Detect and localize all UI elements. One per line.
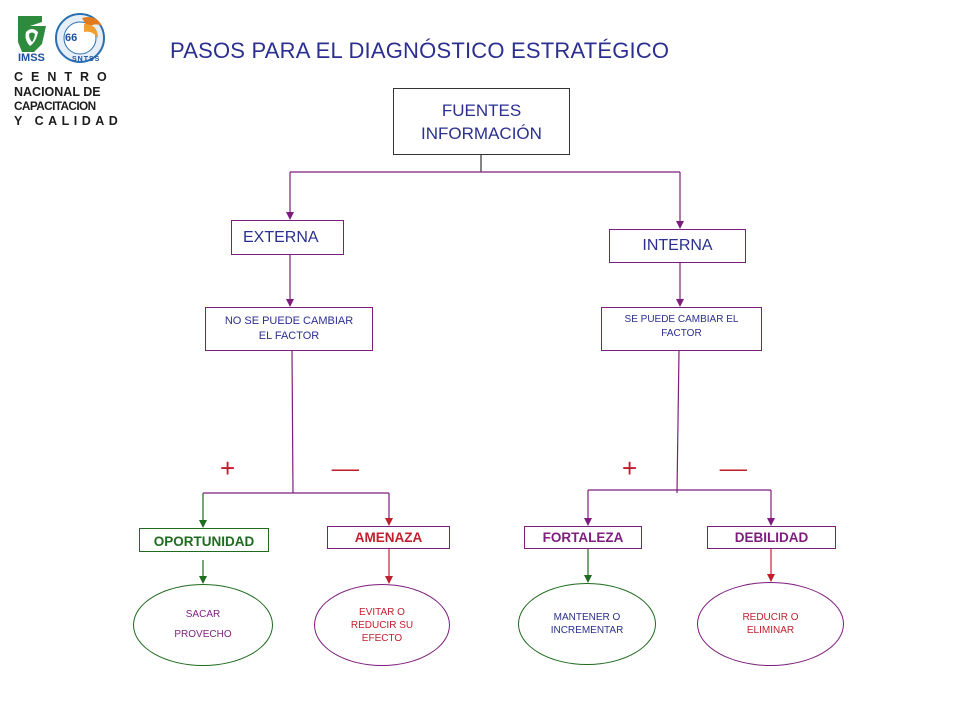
minus-sign-right: __ (720, 445, 747, 472)
node-externa: EXTERNA (231, 220, 344, 255)
logo-imss-label: IMSS (18, 52, 45, 64)
node-debilidad: DEBILIDAD (707, 526, 836, 549)
page-title: PASOS PARA EL DIAGNÓSTICO ESTRATÉGICO (170, 38, 670, 63)
logo-line-3: CAPACITACION (14, 99, 96, 113)
logo-wordmark: CENTRO NACIONAL DE CAPACITACION Y CALIDA… (14, 70, 123, 128)
root-node-line-1: FUENTES (441, 100, 522, 120)
root-node-fuentes: FUENTES INFORMACIÓN (393, 88, 570, 155)
minus-sign-left: __ (332, 445, 359, 472)
action-sacar-provecho: SACAR PROVECHO (133, 584, 273, 666)
logo-badge-number: 66 (65, 32, 78, 44)
plus-sign-right: + (622, 453, 638, 483)
action-evitar-reducir: EVITAR O REDUCIR SU EFECTO (314, 584, 450, 666)
logo-union-label: SNTSS (72, 56, 101, 63)
node-interna-description-text: SE PUEDE CAMBIAR EL FACTOR (624, 314, 739, 339)
root-node-line-2: INFORMACIÓN (421, 123, 542, 143)
node-externa-description-text: NO SE PUEDE CAMBIAR EL FACTOR (224, 315, 354, 342)
action-sacar-provecho-text: SACAR PROVECHO (174, 609, 232, 640)
imss-emblem-icon (18, 13, 105, 63)
action-mantener-incrementar-text: MANTENER O INCREMENTAR (550, 612, 624, 636)
node-interna: INTERNA (609, 229, 746, 263)
node-interna-description: SE PUEDE CAMBIAR EL FACTOR (601, 307, 762, 351)
plus-sign-left: + (220, 453, 236, 483)
node-amenaza: AMENAZA (327, 526, 450, 549)
node-oportunidad-label: OPORTUNIDAD (153, 534, 255, 549)
node-oportunidad: OPORTUNIDAD (139, 528, 269, 552)
node-fortaleza: FORTALEZA (524, 526, 642, 549)
logo-line-2: NACIONAL DE (14, 84, 101, 99)
cenacc-logo: IMSS 66 SNTSS (12, 12, 112, 132)
logo-line-4: Y CALIDAD (14, 113, 123, 128)
action-reducir-eliminar: REDUCIR O ELIMINAR (697, 582, 844, 666)
action-mantener-incrementar: MANTENER O INCREMENTAR (518, 583, 656, 665)
action-reducir-eliminar-text: REDUCIR O ELIMINAR (742, 612, 799, 636)
action-evitar-reducir-text: EVITAR O REDUCIR SU EFECTO (350, 606, 414, 644)
logo-line-1: CENTRO (14, 70, 115, 84)
node-externa-description: NO SE PUEDE CAMBIAR EL FACTOR (205, 307, 373, 351)
